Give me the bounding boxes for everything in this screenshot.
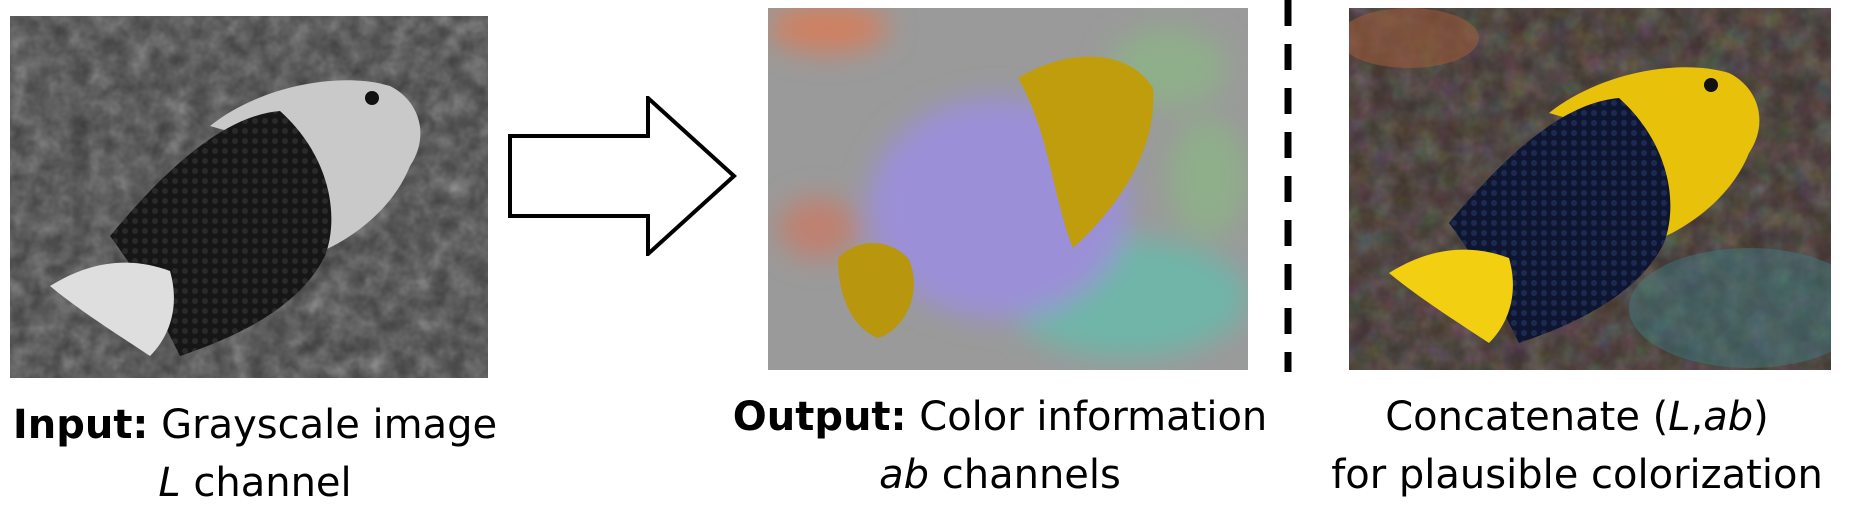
final-close-paren: ) — [1753, 394, 1769, 440]
final-comma: , — [1690, 394, 1704, 440]
colorized-result-image — [1349, 8, 1831, 370]
final-ab-symbol: ab — [1703, 394, 1754, 440]
output-label-bold: Output: — [732, 394, 907, 440]
output-channel-text: channels — [929, 452, 1121, 498]
output-channel-symbol: ab — [879, 452, 930, 498]
final-l-symbol: L — [1668, 394, 1691, 440]
final-purpose-text: for plausible colorization — [1331, 452, 1823, 498]
input-label-bold: Input: — [12, 402, 149, 448]
input-channel-text: channel — [180, 460, 352, 506]
output-caption: Output: Color information ab channels — [700, 388, 1300, 504]
input-label-text: Grayscale image — [148, 402, 498, 448]
final-concat-text: Concatenate ( — [1385, 394, 1669, 440]
input-grayscale-image — [10, 16, 488, 378]
dashed-divider — [1284, 0, 1292, 372]
right-arrow-icon — [508, 96, 737, 256]
output-label-text: Color information — [906, 394, 1268, 440]
input-caption: Input: Grayscale image L channel — [0, 396, 510, 512]
input-channel-symbol: L — [158, 460, 181, 506]
output-ab-channels-image — [768, 8, 1248, 370]
final-caption: Concatenate (L,ab) for plausible coloriz… — [1300, 388, 1854, 504]
